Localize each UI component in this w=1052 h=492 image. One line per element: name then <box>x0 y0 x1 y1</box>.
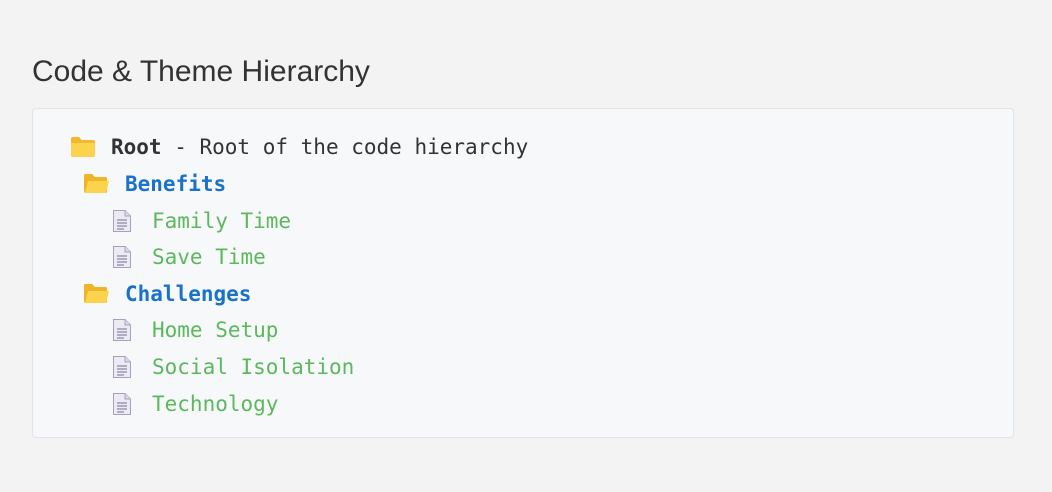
page-title: Code & Theme Hierarchy <box>32 55 370 88</box>
document-icon <box>111 208 133 234</box>
tree-file[interactable]: Family Time <box>111 206 291 236</box>
file-label: Technology <box>152 391 279 416</box>
hierarchy-panel: Root - Root of the code hierarchy Benefi… <box>32 108 1014 438</box>
tree-file[interactable]: Home Setup <box>111 315 278 345</box>
folder-open-icon <box>82 281 110 307</box>
file-label: Family Time <box>152 208 292 233</box>
folder-label: Challenges <box>125 281 252 306</box>
file-label: Save Time <box>152 245 266 270</box>
tree-folder[interactable]: Benefits <box>82 169 226 199</box>
document-icon <box>111 244 133 270</box>
folder-open-icon <box>82 171 110 197</box>
document-icon <box>111 354 133 380</box>
folder-label: Benefits <box>125 172 227 196</box>
file-label: Social Isolation <box>152 355 355 379</box>
tree-file[interactable]: Technology <box>111 389 278 419</box>
document-icon <box>111 391 133 417</box>
folder-icon <box>69 134 97 160</box>
tree-file[interactable]: Social Isolation <box>111 352 354 382</box>
tree-folder[interactable]: Challenges <box>82 279 251 309</box>
document-icon <box>111 317 133 343</box>
file-label: Home Setup <box>152 318 279 343</box>
root-name: Root <box>111 135 162 159</box>
tree-root[interactable]: Root - Root of the code hierarchy <box>69 132 528 162</box>
tree-file[interactable]: Save Time <box>111 242 266 272</box>
root-description: - Root of the code hierarchy <box>161 135 529 159</box>
